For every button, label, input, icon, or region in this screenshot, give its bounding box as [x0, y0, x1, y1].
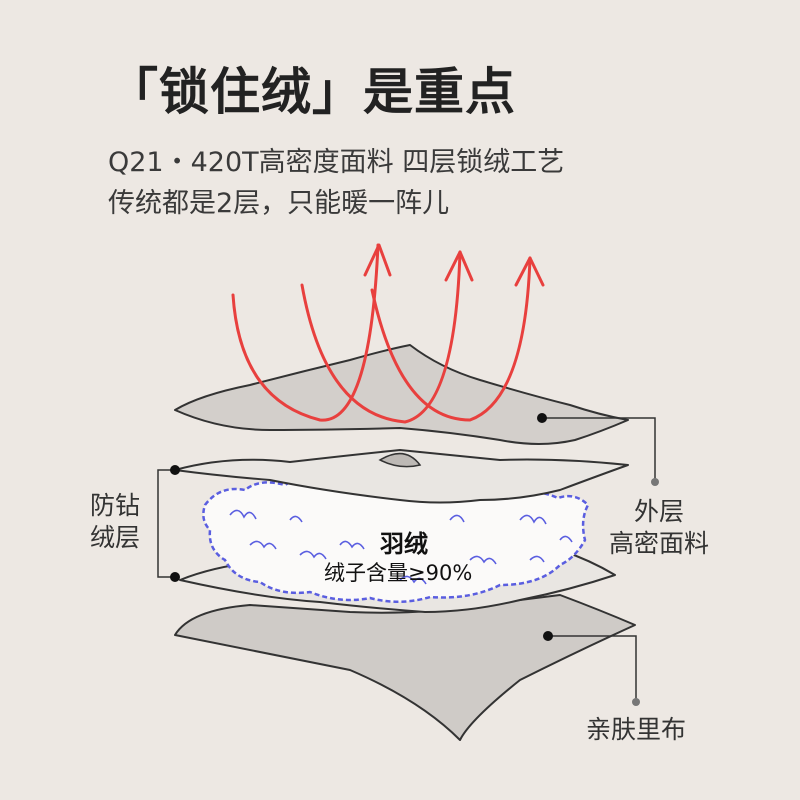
label-outer-fabric-line-2: 高密面料 [608, 529, 709, 558]
leader-lines [157, 417, 656, 700]
subtitle-line-2: 传统都是2层，只能暖一阵儿 [108, 188, 450, 219]
anti-down-upper-layer [174, 449, 629, 504]
arrowhead-right [514, 256, 545, 287]
label-outer-fabric-line-1: 外层 [633, 497, 684, 526]
heat-arrow-middle [300, 250, 462, 424]
heat-arrow-right [370, 256, 532, 422]
down-label-content: 绒子含量≥90% [324, 561, 473, 585]
heat-arrow-left [231, 243, 380, 422]
leader-outer-fabric [542, 417, 656, 480]
arrowhead-left [363, 243, 392, 277]
leader-anti-down [157, 469, 175, 578]
lining-layer [174, 594, 636, 741]
label-anti-down-layer: 防钻 绒层 [90, 490, 140, 554]
arrowhead-middle [444, 250, 474, 282]
leader-dots [170, 413, 659, 706]
label-lining: 亲肤里布 [586, 715, 687, 744]
down-label-title: 羽绒 [380, 530, 428, 558]
outer-fabric-layer [174, 344, 629, 445]
label-outer-fabric: 外层 高密面料 [604, 496, 714, 560]
heat-arrows [231, 243, 545, 424]
page-title: 「锁住绒」是重点 [108, 63, 516, 121]
label-anti-down-line-2: 绒层 [90, 523, 141, 552]
label-anti-down-line-1: 防钻 [90, 491, 141, 520]
down-fiber-marks [229, 509, 573, 585]
subtitle-line-1: Q21・420T高密度面料 四层锁绒工艺 [108, 147, 565, 178]
anti-down-fold [378, 452, 422, 468]
leader-lining [548, 635, 637, 700]
